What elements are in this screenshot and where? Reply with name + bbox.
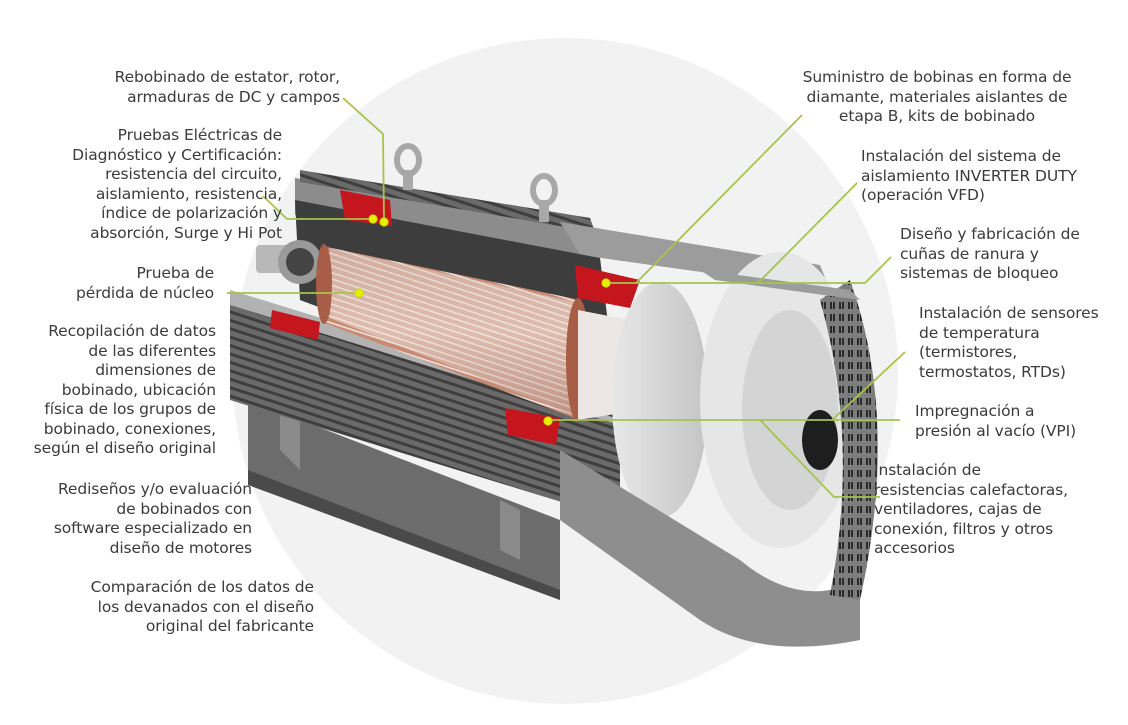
dot-cunas [601,278,611,288]
leader-dots [354,214,611,426]
fan-cover [560,270,878,647]
leader-lines [227,97,906,498]
leader-resistencias [759,419,880,498]
label-redisenos: Rediseños y/o evaluación de bobinados co… [53,480,252,557]
dot-rebobinado [379,217,389,227]
leader-sensores [831,351,906,421]
label-rebobinado: Rebobinado de estator, rotor, armaduras … [114,68,341,106]
dot-pruebas [368,214,378,224]
label-suministro-bobinas: Suministro de bobinas en forma de diaman… [802,68,1072,125]
lifting-eyes [394,143,558,222]
leader-cunas [606,256,892,284]
dot-vpi [543,416,553,426]
shaft [256,240,322,284]
label-sensores-temperatura: Instalación de sensores de temperatura (… [919,304,1099,381]
label-vpi: Impregnación a presión al vacío (VPI) [915,402,1077,440]
label-comparacion: Comparación de los datos de los devanado… [90,578,314,635]
base-feet [248,400,560,600]
leader-inverter [757,182,858,284]
label-pruebas-electricas: Pruebas Eléctricas de Diagnóstico y Cert… [72,126,282,242]
leader-pruebas [262,195,373,220]
label-perdida-nucleo: Prueba de pérdida de núcleo [76,264,214,302]
label-inverter-duty: Instalación del sistema de aislamiento I… [861,147,1077,204]
leader-suministro [635,114,803,284]
label-resistencias-accesorios: Instalación de resistencias calefactoras… [874,461,1068,557]
leader-rebobinado [342,97,385,221]
fan [612,252,860,548]
label-recopilacion-datos: Recopilación de datos de las diferentes … [33,322,216,457]
dot-perdida [354,288,364,298]
label-cunas-ranura: Diseño y fabricación de cuñas de ranura … [900,225,1080,282]
